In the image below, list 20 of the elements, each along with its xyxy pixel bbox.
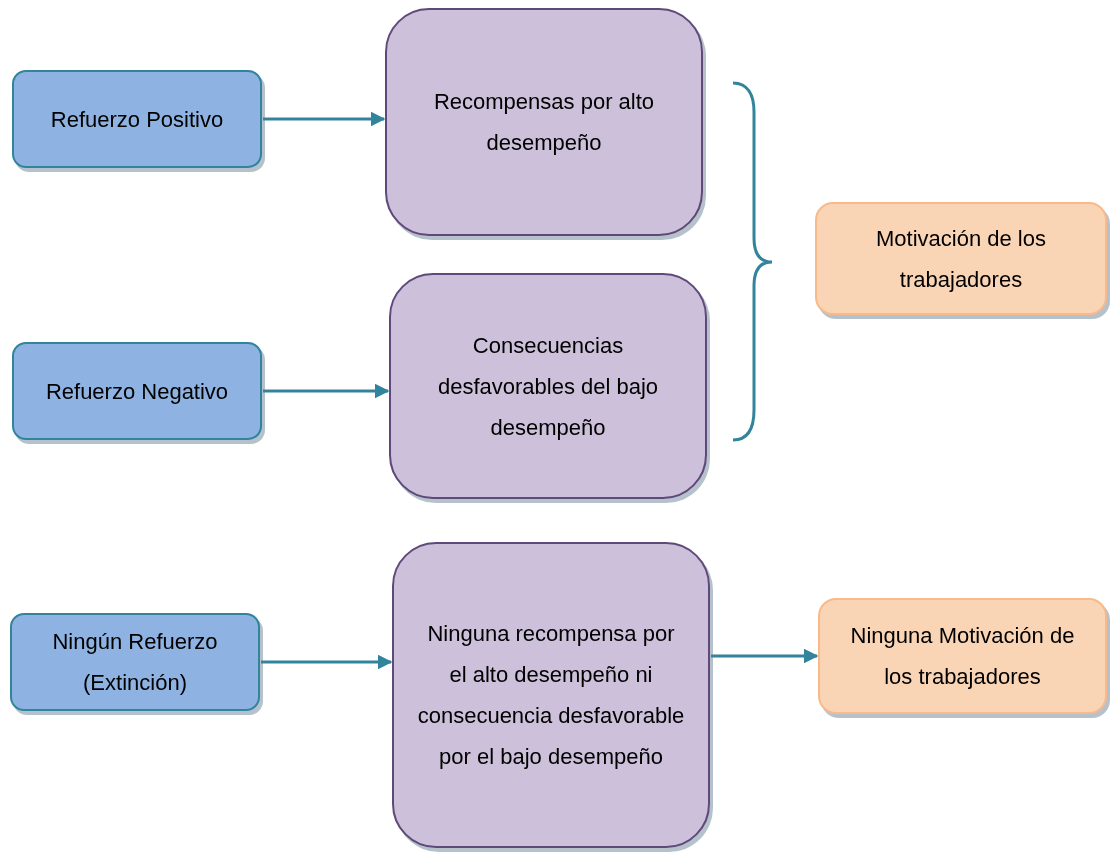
process-box: [818, 598, 1107, 714]
box-text: Ninguna Motivación de los trabajadores: [849, 622, 1076, 691]
box-text: Recompensas por alto desempeño: [432, 88, 656, 157]
box-text: Ninguna recompensa por el alto desempeño ni consecuencia desfavorable por el bajo desempeño: [416, 620, 686, 771]
arrow: [263, 383, 390, 399]
process-box: [12, 342, 262, 440]
rounded-box: [385, 8, 703, 236]
rounded-box: [392, 542, 710, 848]
box-text: Ningún Refuerzo (Extinción): [51, 628, 219, 697]
box-text: Consecuencias desfavorables del bajo desempeño: [436, 331, 660, 442]
box-text: Refuerzo Positivo: [50, 105, 224, 134]
arrow: [261, 654, 393, 670]
process-box: [815, 202, 1107, 315]
arrow: [711, 648, 819, 664]
box-text: Motivación de los trabajadores: [875, 224, 1047, 294]
process-box: [12, 70, 262, 168]
process-box: [10, 613, 260, 711]
arrow: [263, 111, 386, 127]
rounded-box: [389, 273, 707, 499]
box-text: Refuerzo Negativo: [45, 377, 229, 406]
